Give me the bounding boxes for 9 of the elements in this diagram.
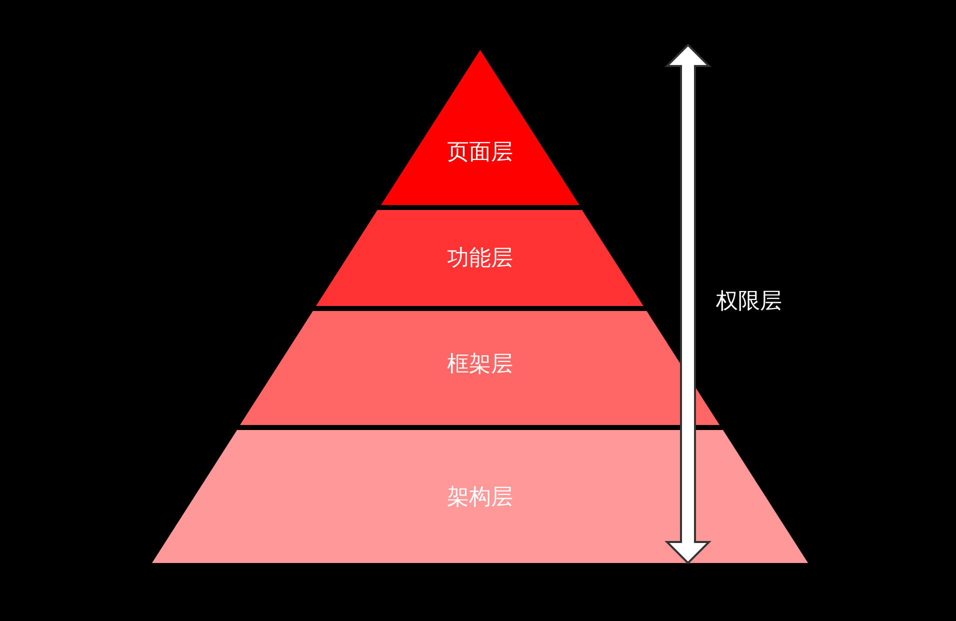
pyramid-tier [152, 430, 808, 563]
tier-label: 架构层 [447, 485, 513, 511]
tier-label: 页面层 [446, 140, 513, 166]
side-label: 权限层 [716, 289, 782, 315]
pyramid-top-tier [380, 50, 580, 205]
pyramid-tier [316, 210, 644, 306]
tier-label: 功能层 [446, 246, 513, 272]
tier-label: 框架层 [446, 352, 513, 378]
pyramid-tier [240, 311, 720, 425]
